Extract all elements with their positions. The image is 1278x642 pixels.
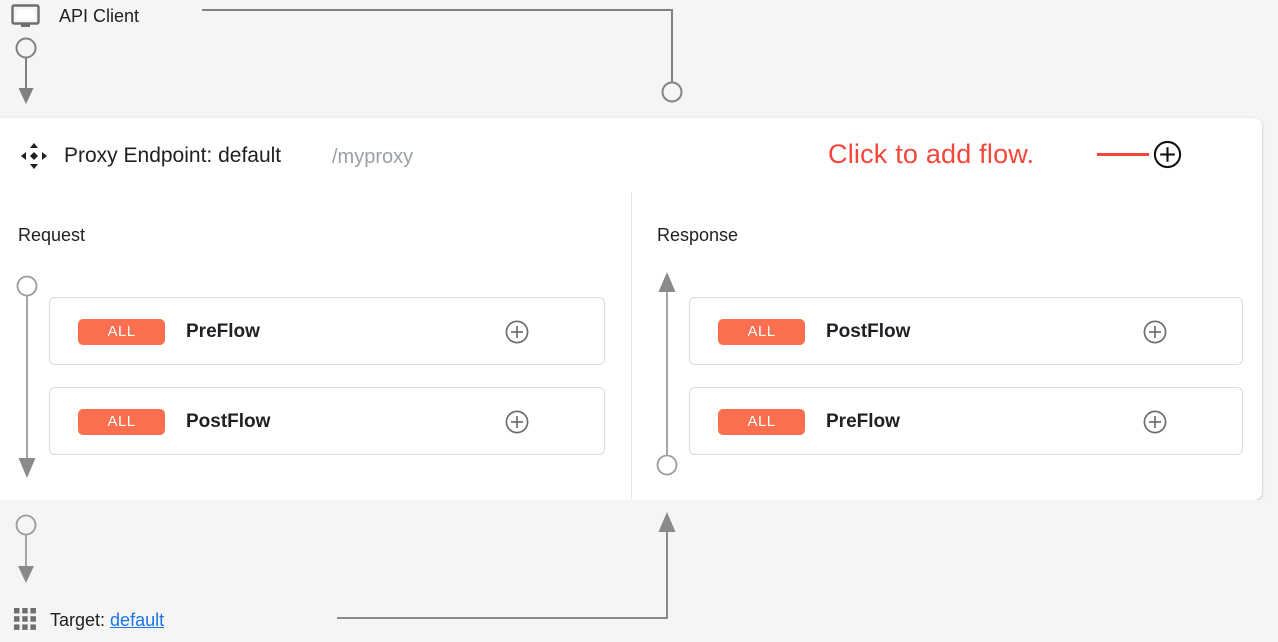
pane-divider xyxy=(631,192,632,499)
flow-menu-button[interactable] xyxy=(1187,409,1201,435)
flow-menu-button[interactable] xyxy=(549,409,563,435)
move-handle-icon[interactable] xyxy=(20,142,48,170)
flow-row[interactable]: ALL PostFlow xyxy=(689,297,1243,365)
target-label: Target: xyxy=(50,610,106,630)
flow-name: PostFlow xyxy=(826,321,911,342)
flow-badge: ALL xyxy=(78,409,165,435)
monitor-icon xyxy=(11,4,40,28)
flow-name: PreFlow xyxy=(826,411,900,432)
request-pane-title: Request xyxy=(18,225,86,245)
annotation-pointer-line xyxy=(1097,153,1149,156)
flow-menu-button[interactable] xyxy=(1187,319,1201,345)
flow-badge: ALL xyxy=(718,319,805,345)
page-title: Proxy Endpoint: default xyxy=(64,144,282,167)
add-flow-button[interactable] xyxy=(1153,140,1182,169)
target-label-wrap: Target: default xyxy=(50,608,164,632)
api-client-band: API Client xyxy=(0,0,1278,118)
target-band xyxy=(0,500,1278,642)
flow-name: PostFlow xyxy=(186,411,271,432)
flow-row[interactable]: ALL PostFlow xyxy=(49,387,605,455)
flow-badge: ALL xyxy=(718,409,805,435)
apps-grid-icon xyxy=(13,607,37,631)
api-client-label: API Client xyxy=(59,6,140,26)
flow-row[interactable]: ALL PreFlow xyxy=(49,297,605,365)
add-step-button[interactable] xyxy=(505,320,529,344)
add-step-button[interactable] xyxy=(1143,320,1167,344)
flow-menu-button[interactable] xyxy=(549,319,563,345)
flow-name: PreFlow xyxy=(186,321,260,342)
response-pane-title: Response xyxy=(657,225,739,245)
annotation-text: Click to add flow. xyxy=(828,139,1035,169)
add-step-button[interactable] xyxy=(1143,410,1167,434)
flow-row[interactable]: ALL PreFlow xyxy=(689,387,1243,455)
endpoint-path: /myproxy xyxy=(332,146,414,168)
add-step-button[interactable] xyxy=(505,410,529,434)
endpoint-menu-button[interactable] xyxy=(1211,141,1227,169)
target-link[interactable]: default xyxy=(110,610,165,630)
flow-badge: ALL xyxy=(78,319,165,345)
